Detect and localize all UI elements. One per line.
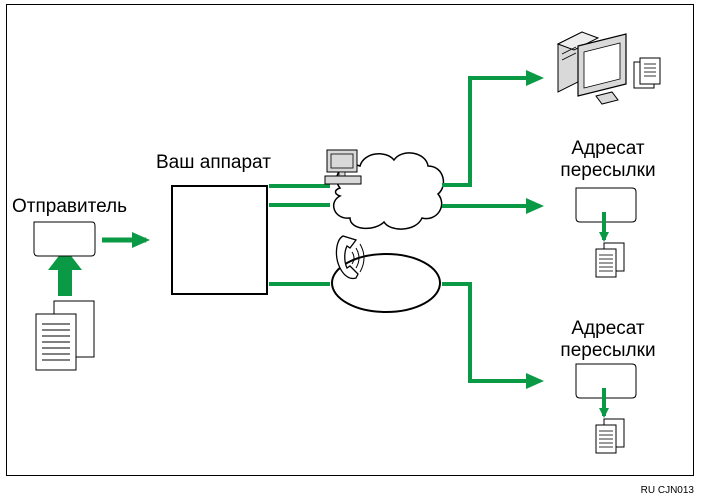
recipient-top-label-line2: пересылки bbox=[560, 160, 656, 181]
phone-to-recipient-arrow bbox=[442, 282, 544, 389]
scan-up-arrow bbox=[48, 248, 82, 296]
telephone-icon bbox=[335, 235, 365, 280]
recipient-bottom-label-line2: пересылки bbox=[560, 340, 656, 361]
network-pc-icon bbox=[324, 149, 362, 185]
recipient-top-label-line1: Адресат bbox=[571, 138, 645, 159]
device-label: Ваш аппарат bbox=[156, 152, 271, 173]
recipient-top-document-stack-icon bbox=[595, 242, 625, 278]
sender-label: Отправитель bbox=[12, 196, 128, 217]
sender-fax-machine-icon bbox=[33, 221, 96, 257]
network-cloud-icon bbox=[332, 152, 445, 230]
recipient-bottom-document-stack-icon bbox=[595, 418, 625, 454]
figure-code: RU CJN013 bbox=[640, 485, 694, 496]
sender-document-stack-icon bbox=[35, 300, 95, 371]
phone-line-ellipse bbox=[331, 253, 441, 313]
device-box bbox=[171, 185, 268, 295]
diagram-frame bbox=[6, 4, 694, 476]
network-to-pc-arrow bbox=[442, 70, 544, 187]
recipient-bottom-fax-machine-icon bbox=[575, 363, 637, 399]
destination-pc-icon bbox=[556, 31, 661, 105]
recipient-top-fax-machine-icon bbox=[575, 187, 637, 223]
recipient-bottom-label-line1: Адресат bbox=[571, 318, 645, 339]
